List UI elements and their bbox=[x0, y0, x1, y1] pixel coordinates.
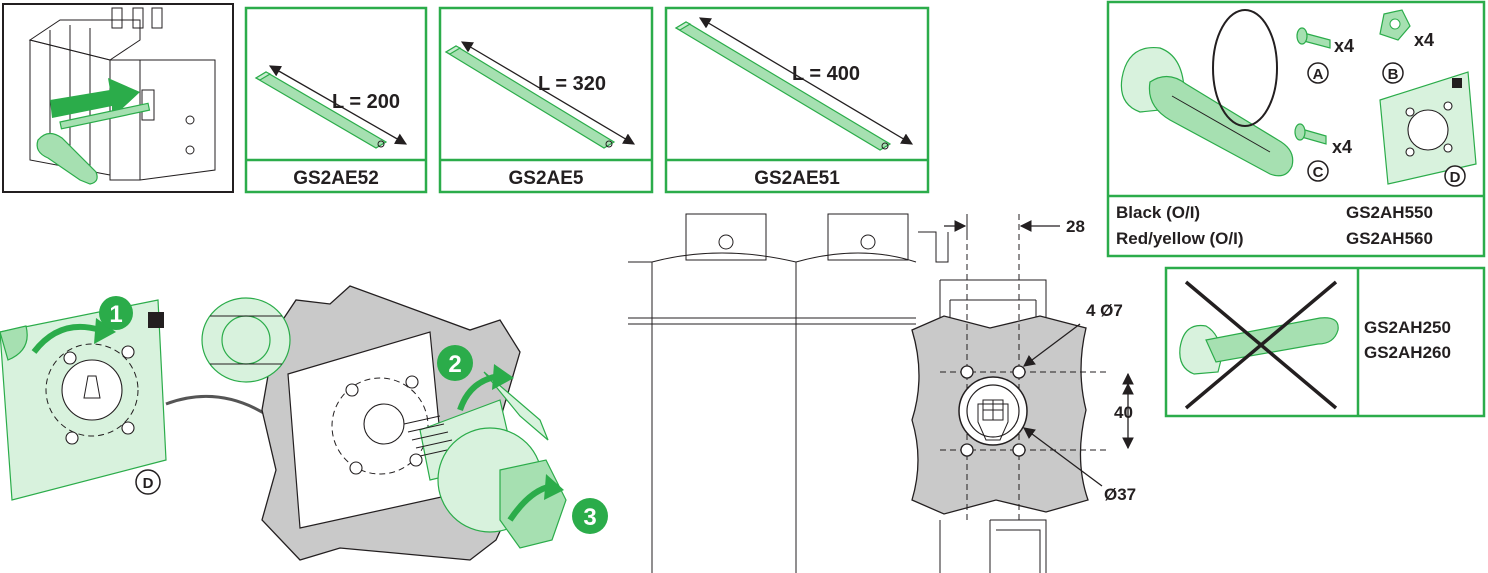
handle-color-label: Red/yellow (O/I) bbox=[1116, 229, 1244, 248]
part-d-marker bbox=[135, 469, 161, 495]
part-c-marker bbox=[1307, 160, 1329, 182]
excluded-handles-panel: GS2AH250 GS2AH260 bbox=[1164, 266, 1486, 418]
knob-illustration bbox=[201, 297, 291, 383]
shaft-code-label: GS2AE52 bbox=[293, 168, 379, 189]
screw-c-illustration bbox=[1294, 123, 1327, 145]
qty-b-label: x4 bbox=[1414, 30, 1434, 50]
handle-code-label: GS2AH560 bbox=[1346, 229, 1433, 248]
step-1-badge bbox=[99, 296, 133, 330]
center-hole-dimension-label: Ø37 bbox=[1104, 485, 1136, 504]
step-template-illustration: 1 D bbox=[0, 296, 296, 501]
handle-color-label: Black (O/I) bbox=[1116, 203, 1200, 222]
rod-illustration bbox=[59, 102, 151, 130]
shaft-panel-320: L = 320 GS2AE5 bbox=[438, 6, 654, 194]
part-d-marker bbox=[1444, 165, 1466, 187]
handle-illustration bbox=[36, 132, 98, 185]
shaft-code-label: GS2AE5 bbox=[509, 168, 584, 189]
shaft-panel-400: L = 400 GS2AE51 bbox=[664, 6, 930, 194]
shaft-length-label: L = 320 bbox=[538, 73, 606, 95]
part-a-letter: A bbox=[1313, 66, 1324, 83]
o-ring-illustration bbox=[1212, 9, 1278, 127]
switch-body-illustration bbox=[28, 7, 216, 181]
step-drill-illustration: 2 3 bbox=[201, 285, 608, 561]
holes-dimension-label: 4 Ø7 bbox=[1086, 301, 1123, 320]
handle-illustration bbox=[1120, 46, 1294, 177]
part-b-letter: B bbox=[1388, 66, 1399, 83]
screw-a-illustration bbox=[1296, 27, 1331, 49]
cutout-technical-drawing: 28 4 Ø7 40 Ø37 bbox=[628, 213, 1136, 573]
excluded-code-label: GS2AH260 bbox=[1364, 343, 1451, 362]
handle-illustration bbox=[1179, 317, 1339, 375]
step-3-badge bbox=[572, 498, 608, 534]
handle-kit-panel: x4 A x4 B x4 C D Black (O bbox=[1106, 0, 1486, 258]
template-d-illustration bbox=[1379, 71, 1477, 185]
step-1-number: 1 bbox=[109, 301, 122, 328]
spacing-dimension-label: 40 bbox=[1114, 403, 1133, 422]
part-c-letter: C bbox=[1313, 164, 1324, 181]
step-3-number: 3 bbox=[583, 504, 596, 531]
shaft-code-label: GS2AE51 bbox=[754, 168, 840, 189]
insert-arrow-icon bbox=[50, 78, 140, 118]
step-2-badge bbox=[437, 345, 473, 381]
offset-dimension-label: 28 bbox=[1066, 217, 1085, 236]
handle-code-label: GS2AH550 bbox=[1346, 203, 1433, 222]
switch-overview-panel bbox=[2, 3, 234, 193]
shaft-length-label: L = 200 bbox=[332, 91, 400, 113]
part-a-marker bbox=[1307, 62, 1329, 84]
nut-b-illustration bbox=[1379, 9, 1411, 41]
part-d-letter: D bbox=[143, 475, 154, 492]
excluded-code-label: GS2AH250 bbox=[1364, 318, 1451, 337]
shaft-panel-200: L = 200 GS2AE52 bbox=[244, 6, 428, 194]
qty-a-label: x4 bbox=[1334, 36, 1354, 56]
qty-c-label: x4 bbox=[1332, 137, 1352, 157]
step-2-number: 2 bbox=[448, 351, 461, 378]
part-d-letter: D bbox=[1450, 169, 1461, 186]
shaft-length-label: L = 400 bbox=[792, 63, 860, 85]
part-b-marker bbox=[1382, 62, 1404, 84]
